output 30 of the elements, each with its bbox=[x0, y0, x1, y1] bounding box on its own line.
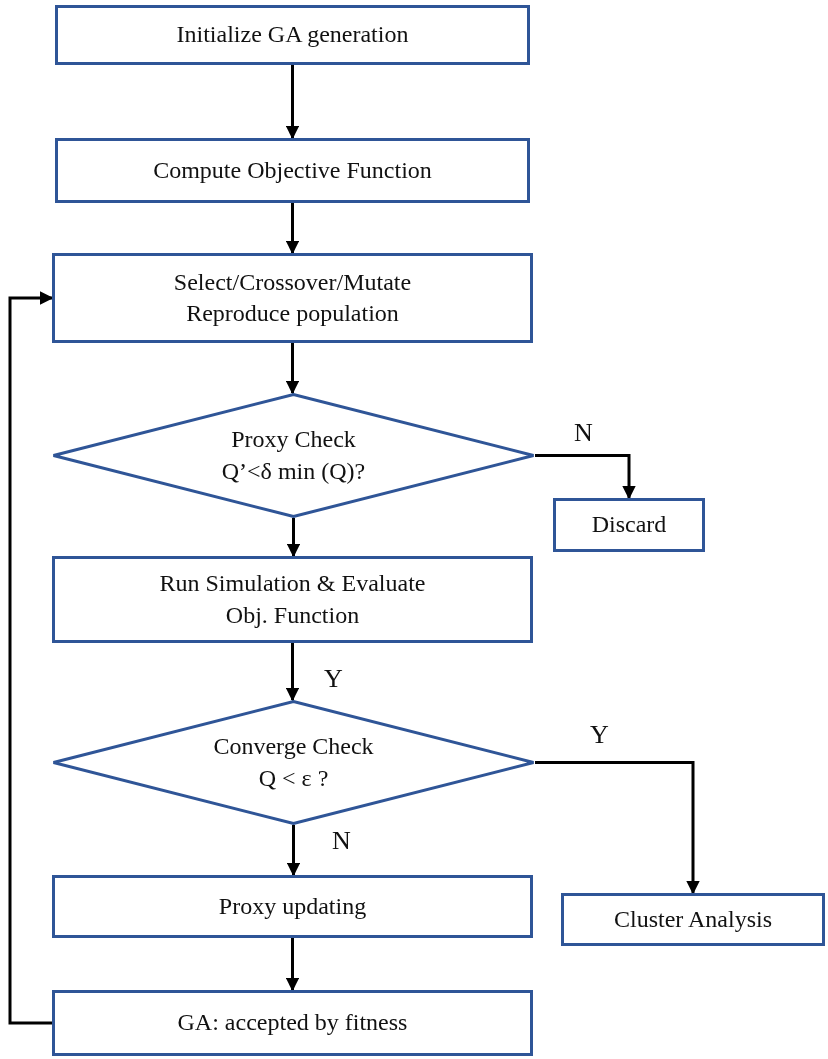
node-text: Cluster Analysis bbox=[614, 904, 772, 934]
node-text: Proxy updating bbox=[218, 891, 367, 921]
process-box bbox=[55, 138, 530, 203]
arrow bbox=[535, 454, 636, 500]
arrow bbox=[285, 938, 300, 992]
arrow bbox=[286, 825, 301, 877]
process-box bbox=[561, 893, 825, 946]
process-box bbox=[52, 990, 533, 1056]
process-box bbox=[52, 556, 533, 643]
arrow bbox=[285, 65, 300, 140]
arrow bbox=[285, 343, 300, 395]
process-box bbox=[52, 253, 533, 343]
process-box bbox=[553, 498, 705, 552]
decision-diamond bbox=[52, 393, 535, 518]
node-text: Discard bbox=[591, 510, 667, 540]
arrow bbox=[285, 203, 300, 255]
node-text: Select/Crossover/Mutate Reproduce population bbox=[172, 267, 413, 328]
node-text: Run Simulation & Evaluate Obj. Function bbox=[158, 569, 427, 630]
node-text: Compute Objective Function bbox=[153, 155, 432, 185]
arrow bbox=[286, 518, 301, 558]
node-text: GA: accepted by fitness bbox=[177, 1008, 408, 1038]
decision-diamond bbox=[52, 700, 535, 825]
arrow bbox=[8, 291, 54, 1025]
process-box bbox=[55, 5, 530, 65]
node-text: Converge Check Q < ε ? bbox=[212, 732, 375, 793]
node-text: Initialize GA generation bbox=[176, 20, 409, 50]
arrow bbox=[285, 643, 300, 702]
node-text: Proxy Check Q’<δ min (Q)? bbox=[220, 425, 367, 486]
arrow bbox=[535, 761, 700, 895]
process-box bbox=[52, 875, 533, 938]
